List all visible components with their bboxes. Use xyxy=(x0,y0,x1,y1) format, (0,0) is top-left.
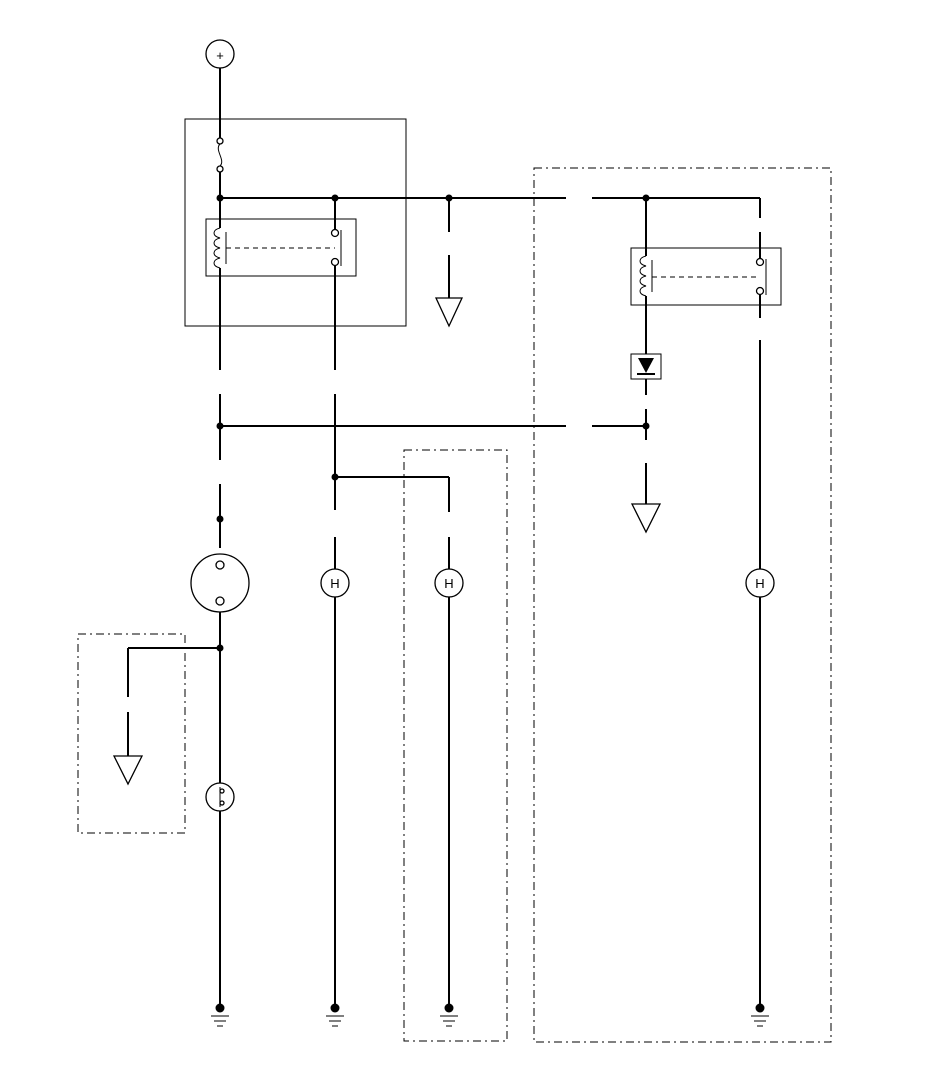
heater-label: H xyxy=(444,576,453,591)
ground-symbol xyxy=(440,1003,458,1027)
heater: H xyxy=(434,568,464,598)
diode xyxy=(630,353,662,380)
battery-label: + xyxy=(216,48,224,63)
fuse xyxy=(216,137,224,173)
ground-symbol xyxy=(211,1003,229,1027)
motor xyxy=(190,553,250,613)
relay-contact xyxy=(330,228,342,267)
main-relay xyxy=(205,218,357,277)
middle-module-boundary xyxy=(403,449,508,1042)
heater: H xyxy=(745,568,775,598)
ground-arrow xyxy=(112,755,144,786)
heater: H xyxy=(320,568,350,598)
heater-label: H xyxy=(330,576,339,591)
battery-terminal: + xyxy=(205,39,235,69)
switch xyxy=(205,782,235,812)
heater-label: H xyxy=(755,576,764,591)
ground-arrow xyxy=(434,297,464,328)
junctions xyxy=(216,194,650,652)
ground-symbol xyxy=(751,1003,769,1027)
relay-contact xyxy=(755,257,767,296)
right-module-boundary xyxy=(533,167,832,1043)
ground-symbol xyxy=(326,1003,344,1027)
ground-arrow xyxy=(630,503,662,534)
second-relay xyxy=(630,247,782,306)
relay-coil xyxy=(639,255,653,297)
relay-coil xyxy=(213,227,227,269)
left-module-boundary xyxy=(77,633,186,834)
fuse-relay-box xyxy=(184,118,407,327)
